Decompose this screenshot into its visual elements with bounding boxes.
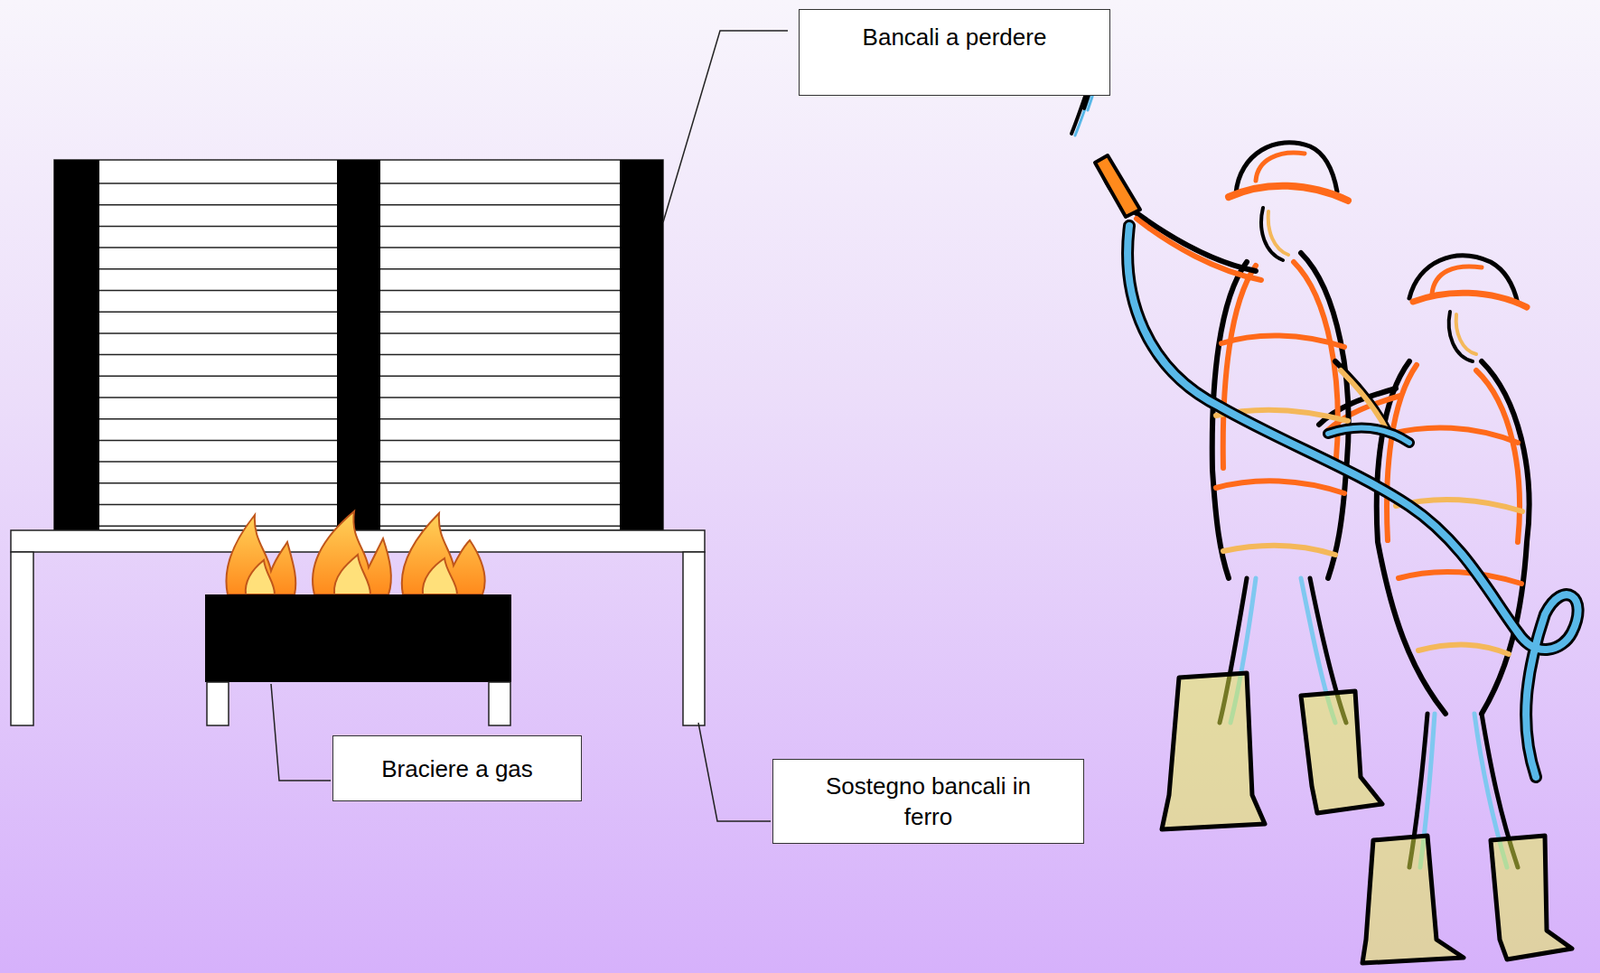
firefighter bbox=[1319, 255, 1572, 964]
callout-box: Bancali a perdere bbox=[798, 9, 1111, 96]
callout-box: Braciere a gas bbox=[332, 735, 582, 802]
callout-box: Sostegno bancali in ferro bbox=[772, 758, 1085, 844]
flames bbox=[225, 511, 485, 595]
firefighter bbox=[1094, 142, 1392, 830]
gas-brazier bbox=[205, 594, 512, 726]
callout-label: Braciere a gas bbox=[333, 754, 581, 786]
callout-label: Bancali a perdere bbox=[799, 22, 1110, 54]
fire-hose bbox=[1127, 225, 1578, 777]
pallet-stack bbox=[54, 159, 664, 531]
iron-support bbox=[10, 530, 705, 726]
leader-lines bbox=[271, 30, 788, 822]
callout-label: Sostegno bancali in ferro bbox=[773, 771, 1084, 833]
